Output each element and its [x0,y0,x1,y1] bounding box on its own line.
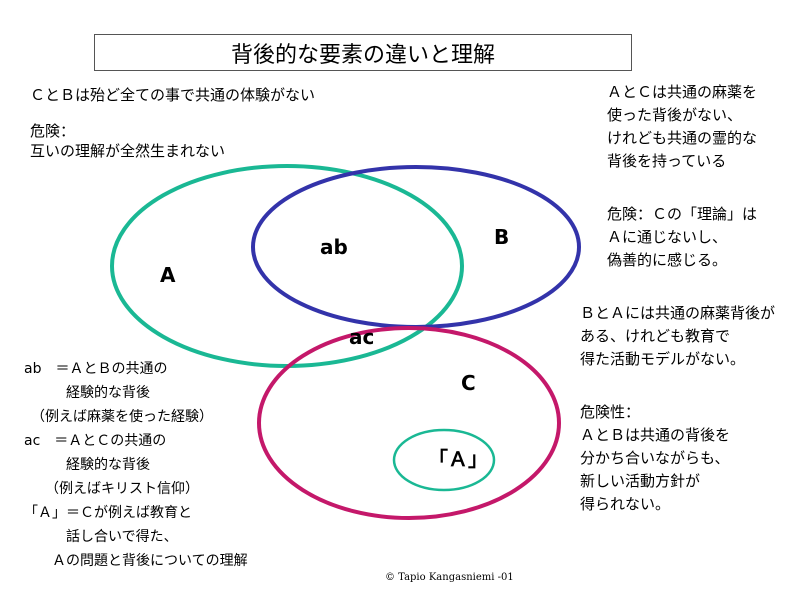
label-ac: ac [349,325,374,349]
label-ab: ab [320,235,348,259]
note-c-b-no-shared: ＣとＢは殆ど全ての事で共通の体験がない [30,86,316,104]
label-a: A [160,263,176,287]
copyright: © Tapio Kangasniemi -01 [385,572,514,583]
label-c: C [461,371,476,395]
circle-c [257,326,561,520]
note-b-a-drugs: ＢとＡには共通の麻薬背後が ある、けれども教育で 得た活動モデルがない。 [580,304,776,368]
page-title: 背後的な要素の違いと理解 [94,34,632,71]
label-b: B [494,225,509,249]
note-a-c-spiritual: ＡとＣは共通の麻薬を 使った背後がない、 けれども共通の霊的な 背後を持っている [607,83,758,170]
note-a-c-danger: 危険：Ｃの「理論」は Ａに通じないし、 偽善的に感じる。 [607,205,758,269]
circle-inner-a [392,428,496,492]
circle-b [251,165,581,329]
note-a-b-danger: 危険性： ＡとＢは共通の背後を 分かち合いながらも、 新しい活動方針が 得られな… [580,403,731,513]
legend-definitions: ab ＝ＡとＢの共通の 経験的な背後 （例えば麻薬を使った経験） ac ＝ＡとＣ… [24,361,248,569]
label-inner-a: 「Ａ」 [428,447,488,471]
note-c-b-danger: 危険： 互いの理解が全然生まれない [30,122,226,160]
